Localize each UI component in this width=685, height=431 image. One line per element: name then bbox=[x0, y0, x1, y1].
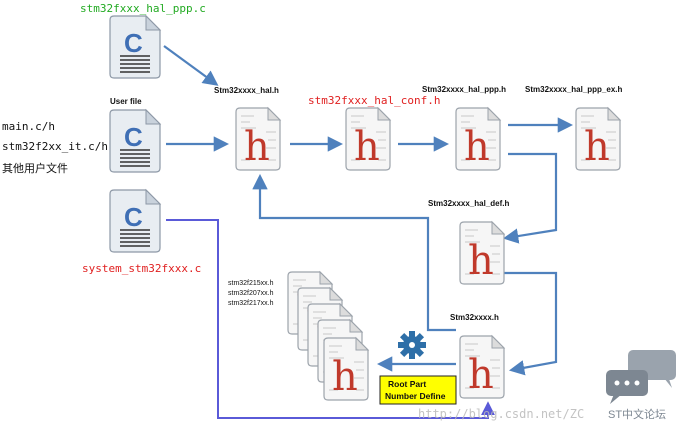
root-part-box: Root Part Number Define bbox=[379, 375, 457, 405]
h-file-hal-ppp-ex bbox=[575, 107, 621, 171]
label-main-c: main.c/h bbox=[2, 120, 55, 133]
label-xxxx-h: Stm32xxxx.h bbox=[450, 313, 499, 322]
label-hal-def-h: Stm32xxxx_hal_def.h bbox=[428, 199, 509, 208]
c-file-system bbox=[109, 189, 161, 253]
h-file-hal bbox=[235, 107, 281, 171]
root-part-line2: Number Define bbox=[385, 391, 446, 401]
label-ppp-c: stm32fxxx_hal_ppp.c bbox=[80, 2, 206, 15]
h-file-hal-conf bbox=[345, 107, 391, 171]
label-user-file: User file bbox=[110, 97, 142, 106]
h-header-file-icon bbox=[235, 107, 281, 171]
c-source-file-icon bbox=[109, 189, 161, 253]
arrow-xxxx-to-hal bbox=[252, 173, 456, 332]
label-dev-217: stm32f217xx.h bbox=[228, 300, 274, 307]
h-header-file-icon bbox=[459, 335, 505, 399]
device-header-stack bbox=[287, 271, 369, 401]
gear-icon bbox=[398, 331, 426, 359]
c-file-user bbox=[109, 109, 161, 173]
arrow-ppp-c-to-hal bbox=[163, 45, 219, 86]
label-hal-conf-h: stm32fxxx_hal_conf.h bbox=[308, 94, 440, 107]
label-system-c: system_stm32fxxx.c bbox=[82, 262, 201, 275]
h-header-file-icon bbox=[575, 107, 621, 171]
label-it-c: stm32f2xx_it.c/h bbox=[2, 140, 108, 153]
watermark-url: http://blog.csdn.net/ZC bbox=[418, 407, 584, 421]
label-dev-215: stm32f215xx.h bbox=[228, 280, 274, 287]
label-hal-ppp-h: Stm32xxxx_hal_ppp.h bbox=[422, 85, 506, 94]
c-source-file-icon bbox=[109, 15, 161, 79]
h-file-hal-def bbox=[459, 221, 505, 285]
h-header-file-icon bbox=[459, 221, 505, 285]
h-file-hal-ppp bbox=[455, 107, 501, 171]
arrow-ppp-to-def bbox=[502, 152, 558, 244]
chat-bubble-icon bbox=[606, 350, 676, 404]
arrow-system-to-xxxx bbox=[166, 219, 495, 419]
arrow-def-to-xxxx bbox=[504, 271, 558, 376]
h-header-file-icon bbox=[345, 107, 391, 171]
label-hal-ppp-ex-h: Stm32xxxx_hal_ppp_ex.h bbox=[525, 85, 622, 94]
h-header-file-icon bbox=[323, 337, 369, 401]
h-header-file-icon bbox=[455, 107, 501, 171]
h-file-xxxx bbox=[459, 335, 505, 399]
brand-text: ST中文论坛 bbox=[608, 407, 666, 421]
connector-arrows bbox=[163, 45, 574, 376]
c-source-file-icon bbox=[109, 109, 161, 173]
label-hal-h: Stm32xxxx_hal.h bbox=[214, 86, 279, 95]
label-dev-207: stm32f207xx.h bbox=[228, 290, 274, 297]
root-part-line1: Root Part bbox=[388, 379, 426, 389]
label-user-cn: 其他用户文件 bbox=[2, 161, 68, 175]
c-file-ppp bbox=[109, 15, 161, 79]
